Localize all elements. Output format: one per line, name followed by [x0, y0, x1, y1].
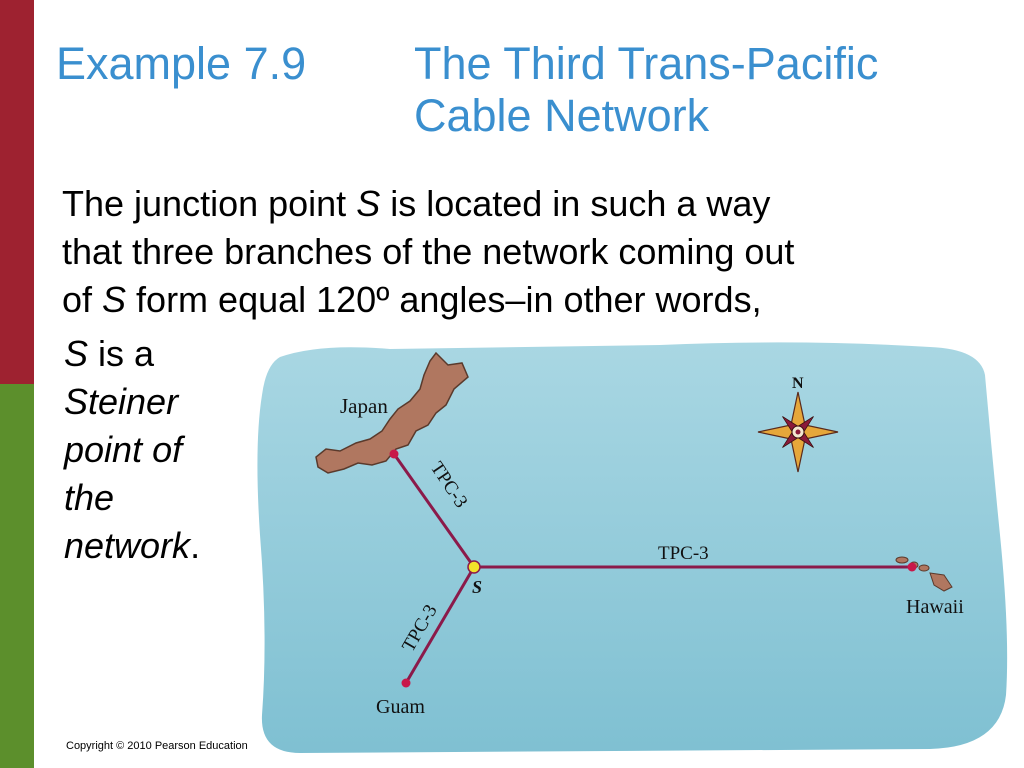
- junction-symbol: S: [102, 279, 127, 320]
- japan-landmass: [315, 351, 469, 474]
- side-bar-bottom: [0, 384, 34, 768]
- label-hawaii: Hawaii: [906, 596, 964, 618]
- cable-to-guam: [404, 566, 476, 684]
- hawaii-islands: [895, 556, 953, 592]
- body-text: The junction point S is located in such …: [62, 180, 1012, 324]
- guam-landing-point: [401, 678, 411, 688]
- side-line-2: Steiner: [64, 381, 179, 422]
- compass-rose-icon: N: [757, 375, 839, 473]
- side-line-4: the: [64, 477, 115, 518]
- cable-lines: [392, 453, 912, 684]
- side-text-fragment: network: [64, 525, 191, 566]
- cable-network-map: Japan Hawaii Guam S TPC-3 TPC-3 TPC-3 N: [257, 342, 1008, 753]
- side-bar-top: [0, 0, 34, 384]
- japan-landing-point: [389, 449, 399, 459]
- example-number: Example 7.9: [56, 38, 307, 89]
- junction-symbol: S: [64, 333, 89, 374]
- cable-to-japan: [392, 453, 476, 568]
- label-cable-hawaii: TPC-3: [658, 543, 709, 564]
- hawaii-landing-point: [907, 562, 917, 572]
- slide-title-line-2: Cable Network: [414, 90, 710, 141]
- body-text-fragment: The junction point: [62, 183, 357, 224]
- label-junction: S: [472, 577, 482, 597]
- ocean-area: [257, 342, 1008, 753]
- body-line-1: The junction point S is located in such …: [62, 180, 1012, 228]
- side-line-3: point of: [64, 429, 183, 470]
- body-line-3: of S form equal 120º angles–in other wor…: [62, 276, 1012, 324]
- label-guam: Guam: [376, 696, 425, 718]
- side-text-fragment: .: [190, 525, 201, 566]
- steiner-junction-point: [467, 560, 481, 574]
- side-line-1: S is a: [64, 330, 264, 378]
- body-line-2: that three branches of the network comin…: [62, 231, 795, 272]
- junction-symbol: S: [356, 183, 381, 224]
- side-text-fragment: is a: [88, 333, 155, 374]
- label-japan: Japan: [340, 394, 388, 418]
- body-text-fragment: form equal 120º angles–in other words,: [126, 279, 762, 320]
- body-text-fragment: is located in such a way: [380, 183, 771, 224]
- slide-title-line-1: The Third Trans-Pacific: [414, 38, 879, 89]
- body-text-fragment: of: [62, 279, 103, 320]
- side-line-5: network.: [64, 522, 264, 570]
- slide-title: The Third Trans-Pacific Cable Network: [414, 38, 878, 142]
- compass-north-label: N: [792, 375, 804, 392]
- side-text: S is a Steiner point of the network.: [64, 330, 264, 570]
- copyright-notice: Copyright © 2010 Pearson Education: [66, 740, 248, 752]
